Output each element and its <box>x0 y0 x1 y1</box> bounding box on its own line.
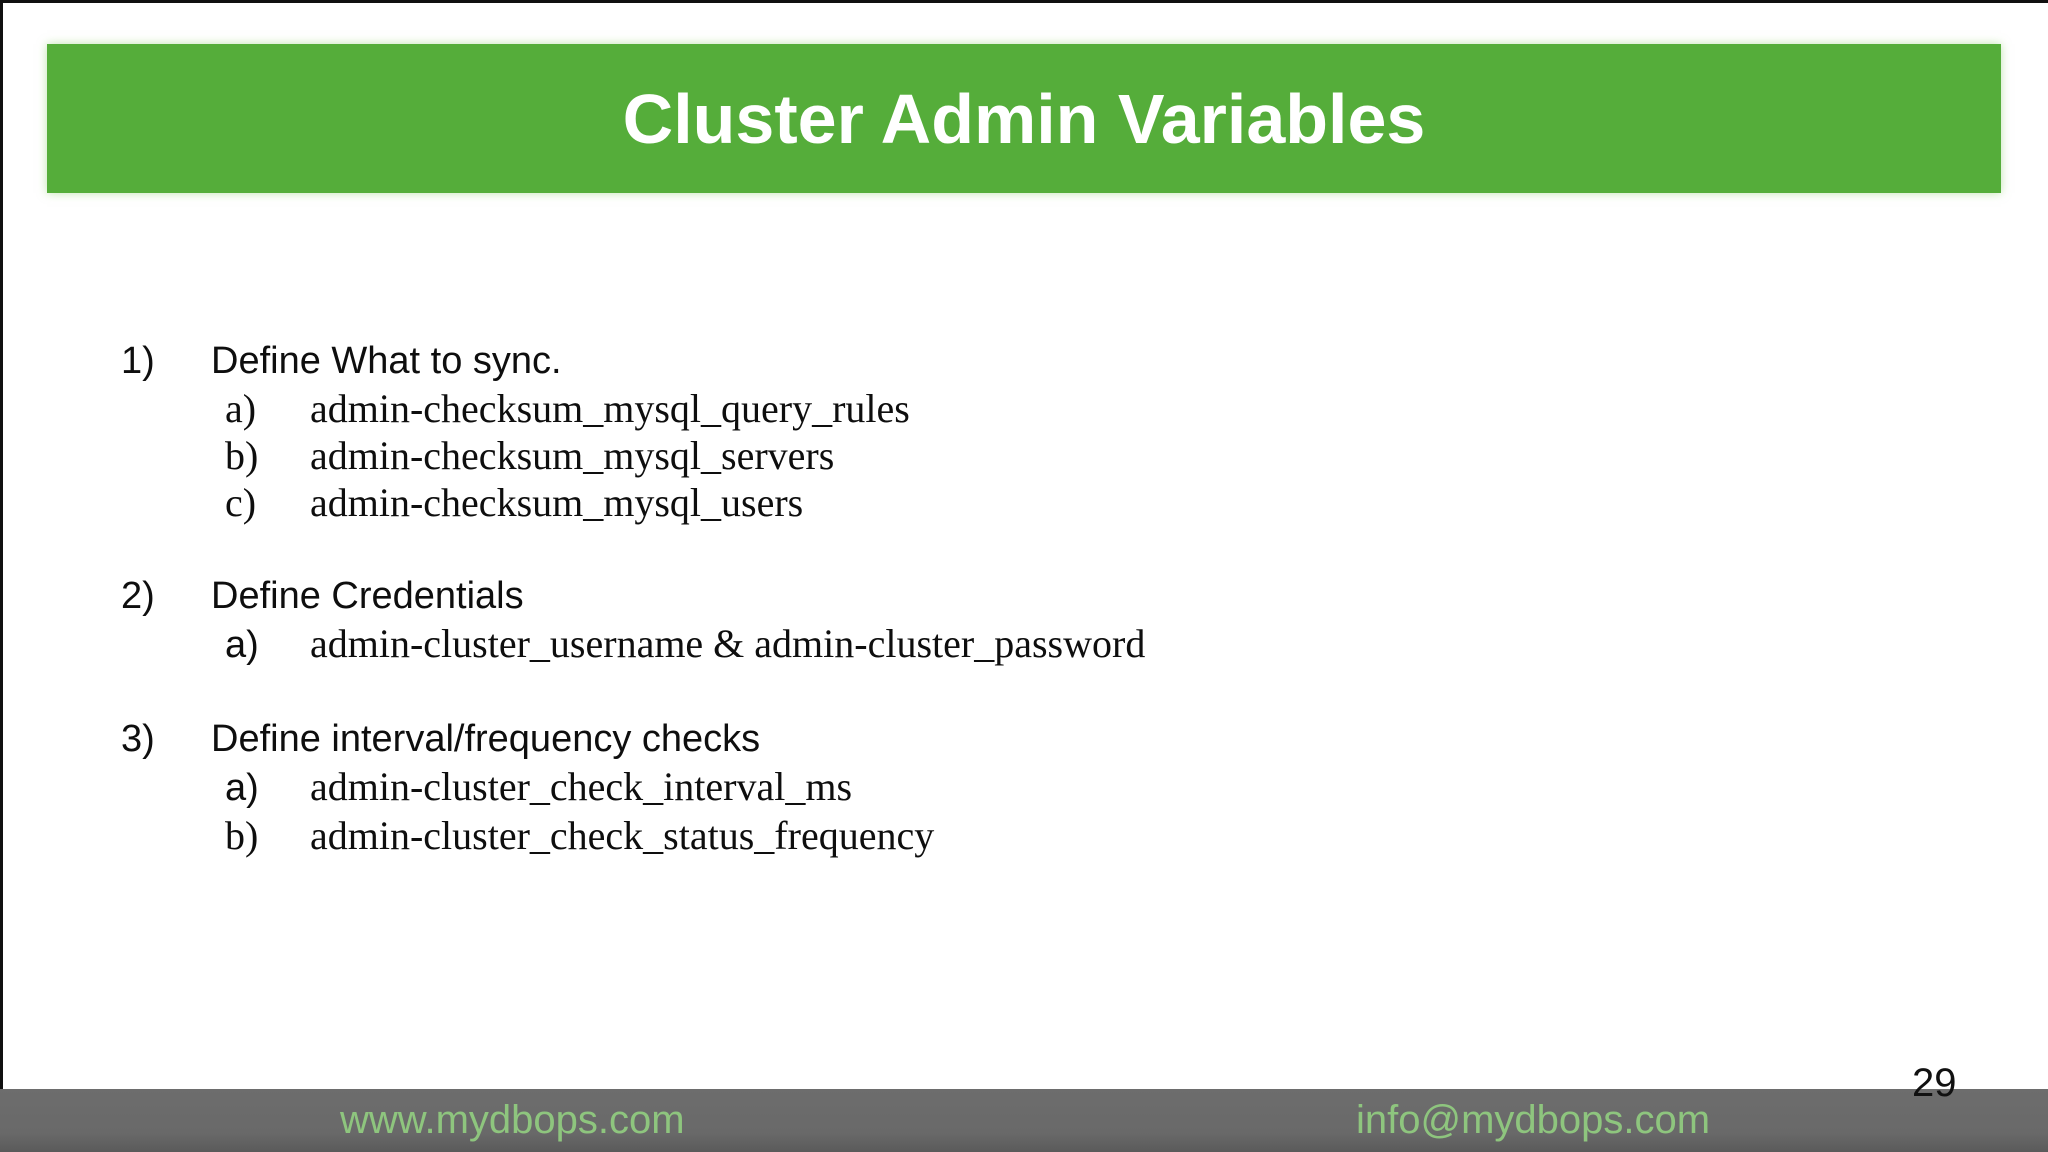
title-banner: Cluster Admin Variables <box>47 44 2001 193</box>
slide-title: Cluster Admin Variables <box>622 79 1426 158</box>
section-credentials: 2) Define Credentials a) admin-cluster_u… <box>121 573 1145 669</box>
list-letter: b) <box>225 433 259 478</box>
variable-name: admin-cluster_check_status_frequency <box>310 813 935 858</box>
list-item: a) admin-cluster_check_interval_ms <box>121 763 1145 812</box>
variable-name: admin-checksum_mysql_servers <box>310 433 835 478</box>
list-item: a) admin-cluster_username & admin-cluste… <box>121 620 1145 669</box>
footer-bar: www.mydbops.com info@mydbops.com <box>0 1089 2048 1152</box>
list-item: b) admin-checksum_mysql_servers <box>121 432 1145 479</box>
section-what-to-sync: 1) Define What to sync. a) admin-checksu… <box>121 338 1145 526</box>
section-heading-text: Define What to sync. <box>211 340 562 382</box>
list-number: 2) <box>121 575 155 617</box>
list-letter: a) <box>225 624 259 666</box>
section-heading-text: Define Credentials <box>211 575 524 617</box>
section-interval-frequency: 3) Define interval/frequency checks a) a… <box>121 716 1145 859</box>
list-item: c) admin-checksum_mysql_users <box>121 479 1145 526</box>
footer-website-link[interactable]: www.mydbops.com <box>340 1098 685 1142</box>
list-number: 3) <box>121 718 155 760</box>
section-heading: 1) Define What to sync. <box>121 338 1145 385</box>
section-heading: 2) Define Credentials <box>121 573 1145 620</box>
list-number: 1) <box>121 340 155 382</box>
variable-name: admin-cluster_check_interval_ms <box>310 764 853 809</box>
list-letter: b) <box>225 813 259 858</box>
section-heading: 3) Define interval/frequency checks <box>121 716 1145 763</box>
page-number: 29 <box>1912 1061 1957 1105</box>
window-left-edge <box>0 0 3 1089</box>
list-item: a) admin-checksum_mysql_query_rules <box>121 385 1145 432</box>
list-letter: a) <box>225 386 257 431</box>
list-letter: c) <box>225 480 257 525</box>
slide-body: 1) Define What to sync. a) admin-checksu… <box>121 338 1145 906</box>
list-letter: a) <box>225 767 259 809</box>
footer-email-link[interactable]: info@mydbops.com <box>1356 1098 1711 1142</box>
variable-name: admin-cluster_username & admin-cluster_p… <box>310 621 1146 666</box>
section-heading-text: Define interval/frequency checks <box>211 718 761 760</box>
window-top-edge <box>0 0 2048 3</box>
variable-name: admin-checksum_mysql_users <box>310 480 804 525</box>
variable-name: admin-checksum_mysql_query_rules <box>310 386 910 431</box>
list-item: b) admin-cluster_check_status_frequency <box>121 812 1145 859</box>
